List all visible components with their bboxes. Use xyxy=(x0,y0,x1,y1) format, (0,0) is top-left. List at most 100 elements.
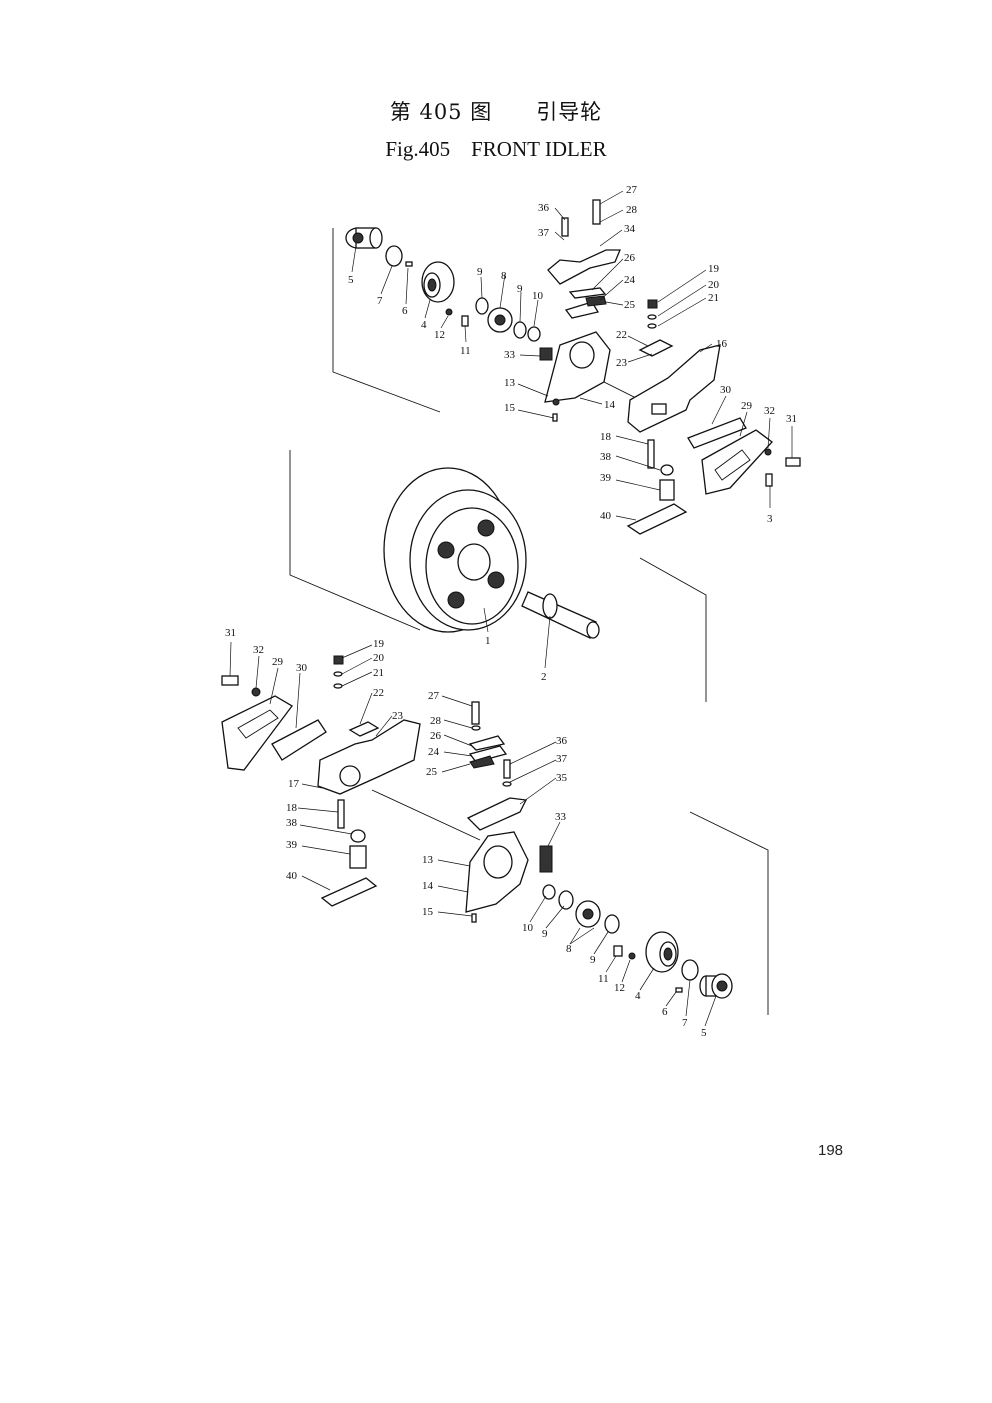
top-bolt-36 xyxy=(561,217,569,237)
callout-label: 23 xyxy=(616,357,628,369)
callout-label: 14 xyxy=(604,399,616,411)
callout-label: 5 xyxy=(701,1027,707,1039)
callout-label: 20 xyxy=(708,279,720,291)
callout-label: 30 xyxy=(720,384,732,396)
bottom-bushing xyxy=(699,973,733,999)
bottom-plate-35 xyxy=(466,797,527,831)
bottom-bolt-31 xyxy=(221,675,239,686)
top-ring-9b xyxy=(513,321,527,339)
bottom-shim-25 xyxy=(469,755,495,769)
top-shim-26 xyxy=(568,287,607,299)
callout-label: 39 xyxy=(286,839,298,851)
top-parts-group xyxy=(345,199,801,535)
bottom-washer-20 xyxy=(333,671,343,677)
callout-label: 36 xyxy=(538,202,550,214)
bottom-bolt-27 xyxy=(471,701,480,725)
top-washer-32 xyxy=(764,448,772,456)
callout-label: 18 xyxy=(286,802,298,814)
top-bolt-11 xyxy=(461,315,469,327)
figure-title-chinese: 第 405 图 引导轮 xyxy=(389,100,603,124)
bottom-nut-19 xyxy=(333,655,344,665)
callout-label: 27 xyxy=(428,690,440,702)
callout-label: 18 xyxy=(600,431,612,443)
top-assembly-frame xyxy=(332,228,641,413)
bottom-ring-10 xyxy=(542,884,556,900)
callout-label: 15 xyxy=(504,402,516,414)
callout-label: 23 xyxy=(392,710,404,722)
callout-label: 40 xyxy=(600,510,612,522)
callout-label: 31 xyxy=(786,413,797,425)
callout-label: 22 xyxy=(616,329,627,341)
top-ring-9a xyxy=(475,297,489,315)
top-pin xyxy=(405,261,413,267)
top-seal xyxy=(487,307,513,333)
callout-label: 6 xyxy=(402,305,408,317)
callout-label: 37 xyxy=(538,227,550,239)
callout-label: 24 xyxy=(428,746,440,758)
callout-label: 4 xyxy=(421,319,427,331)
top-washer-12 xyxy=(445,308,453,316)
top-washer-20 xyxy=(647,314,657,320)
callout-label: 38 xyxy=(600,451,612,463)
top-bolt-3 xyxy=(765,473,773,487)
callout-label: 8 xyxy=(501,270,507,282)
callout-label: 10 xyxy=(532,290,544,302)
bottom-washer-12 xyxy=(628,952,636,960)
callout-label: 35 xyxy=(556,772,568,784)
top-shim-25 xyxy=(585,295,607,307)
callout-label: 31 xyxy=(225,627,236,639)
top-yoke-16 xyxy=(627,344,721,433)
bottom-washer-32 xyxy=(251,687,261,697)
callout-label: 34 xyxy=(624,223,636,235)
callout-label: 7 xyxy=(377,295,383,307)
top-bushing xyxy=(345,227,383,249)
callout-label: 36 xyxy=(556,735,568,747)
top-bar-30 xyxy=(687,417,747,449)
callout-label: 33 xyxy=(555,811,567,823)
callout-label: 24 xyxy=(624,274,636,286)
callout-label: 14 xyxy=(422,880,434,892)
callout-label: 25 xyxy=(624,299,636,311)
top-bolt-27 xyxy=(592,199,601,225)
callout-label: 21 xyxy=(373,667,384,679)
bottom-parts-group xyxy=(221,655,733,999)
idler-wheel-group xyxy=(289,450,707,702)
bottom-block-33 xyxy=(539,845,553,873)
top-hub xyxy=(421,261,455,303)
callout-label: 19 xyxy=(708,263,720,275)
bottom-pin-6 xyxy=(675,987,683,993)
callout-labels-middle: 1 2 xyxy=(485,635,547,683)
callout-label: 33 xyxy=(504,349,516,361)
top-sleeve-39 xyxy=(659,479,675,501)
top-pin-18 xyxy=(647,439,655,469)
callout-label: 9 xyxy=(477,266,483,278)
callout-labels-top: 36 27 28 37 34 26 24 25 19 20 21 5 7 6 4… xyxy=(348,184,797,525)
callout-label: 28 xyxy=(430,715,442,727)
callout-label: 3 xyxy=(767,513,773,525)
bottom-bar-30 xyxy=(271,719,327,761)
callout-label: 39 xyxy=(600,472,612,484)
callout-label: 15 xyxy=(422,906,434,918)
bottom-pin-15 xyxy=(471,913,477,923)
bottom-plate-40 xyxy=(320,877,378,907)
bottom-assembly-frame xyxy=(371,789,769,1015)
top-o-ring xyxy=(385,245,403,267)
leader-lines xyxy=(229,190,793,1027)
callout-label: 13 xyxy=(422,854,434,866)
bottom-cap-38 xyxy=(350,829,366,843)
bottom-bolt-36 xyxy=(503,759,511,779)
bottom-washer-21 xyxy=(333,683,343,689)
callout-label: 9 xyxy=(517,283,523,295)
callout-label: 32 xyxy=(764,405,775,417)
callout-label: 17 xyxy=(288,778,300,790)
callout-label: 9 xyxy=(542,928,548,940)
callout-label: 8 xyxy=(566,943,572,955)
callout-label: 26 xyxy=(430,730,442,742)
callout-label: 20 xyxy=(373,652,385,664)
callout-label: 22 xyxy=(373,687,384,699)
page-number: 198 xyxy=(818,1142,844,1159)
top-nut-19 xyxy=(647,299,658,309)
bottom-shim-26 xyxy=(468,735,506,751)
